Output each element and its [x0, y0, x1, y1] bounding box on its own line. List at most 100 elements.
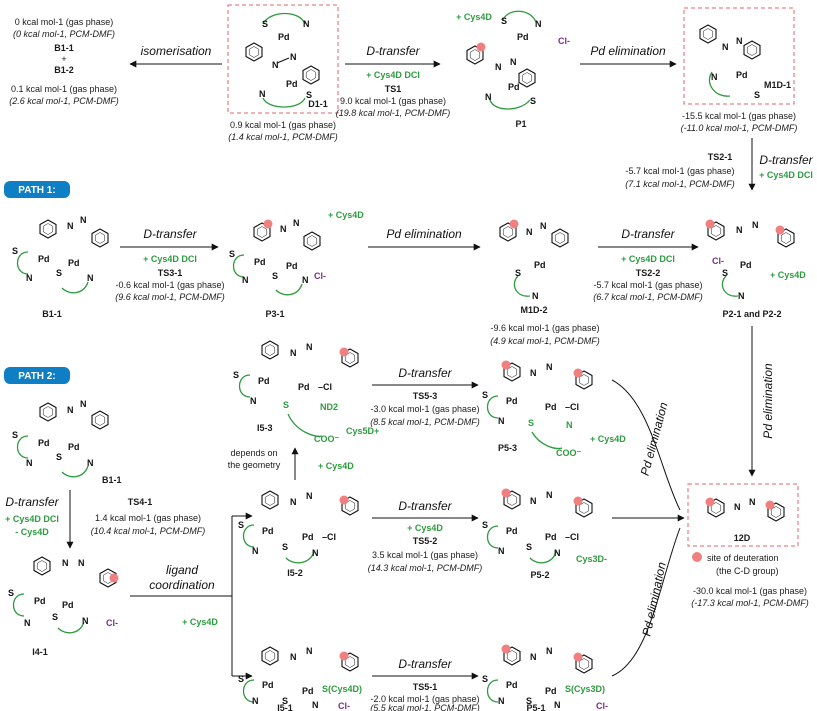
molecule-D1-1: Pd Pd N N S N N S [245, 12, 320, 108]
svg-text:N: N [566, 420, 573, 430]
path1-badge: PATH 1: [4, 181, 70, 198]
path2-badge: PATH 2: [4, 367, 70, 384]
svg-text:S: S [272, 271, 278, 281]
molecule-P1: Pd Pd N N S N N S [466, 10, 542, 110]
svg-text:N: N [78, 558, 85, 568]
svg-text:S: S [482, 674, 488, 684]
label-P1: P1 [515, 119, 526, 129]
svg-text:N: N [312, 548, 319, 558]
svg-text:Pd: Pd [545, 402, 557, 412]
step-ligand-1: ligand [166, 563, 198, 577]
svg-text:N: N [312, 700, 319, 710]
svg-text:N: N [530, 496, 537, 506]
energy-TS21-dmf: (7.1 kcal mol-1, PCM-DMF) [625, 179, 735, 189]
molecule-B1-1-path1: N N Pd Pd S N S N [12, 215, 109, 294]
chloride-P3: Cl- [314, 271, 326, 281]
svg-text:COO⁻: COO⁻ [314, 434, 340, 444]
svg-text:S: S [12, 430, 18, 440]
reagent-cys4d-dcl-1: + Cys4D DCl [366, 70, 420, 80]
svg-text:N: N [530, 652, 537, 662]
chloride-I4: Cl- [106, 618, 118, 628]
svg-text:N: N [752, 220, 759, 230]
reagent-cys4d-P53: + Cys4D [590, 434, 626, 444]
svg-text:N: N [67, 221, 74, 231]
svg-text:N: N [546, 646, 553, 656]
svg-text:–Cl: –Cl [565, 402, 579, 412]
reagent-cys4d-P3: + Cys4D [328, 210, 364, 220]
svg-text:Pd: Pd [34, 596, 46, 606]
step-dtransfer-ts21: D-transfer [759, 153, 813, 167]
step-dtransfer-ts52: D-transfer [398, 499, 452, 513]
reagent-cys4d-P1: + Cys4D [456, 12, 492, 22]
svg-text:N: N [272, 60, 279, 70]
step-depends-1: depends on [230, 448, 277, 458]
molecule-P2: N N Pd S N [705, 219, 795, 301]
energy-TS53: -3.0 kcal mol-1 (gas phase) [370, 404, 479, 414]
svg-text:S: S [282, 696, 288, 706]
energy-TS1: 9.0 kcal mol-1 (gas phase) [340, 96, 446, 106]
ts-TS5-3: TS5-3 [413, 391, 438, 401]
svg-text:N: N [498, 416, 505, 426]
energy-TS51-dmf: (5.5 kcal mol-1, PCM-DMF) [370, 703, 480, 711]
molecule-P5-2: N N Pd Pd –Cl S N S N [482, 488, 593, 564]
svg-text:N: N [67, 405, 74, 415]
svg-text:Pd: Pd [286, 261, 298, 271]
label-P5-1: P5-1 [526, 703, 545, 711]
energy-TS22: -5.7 kcal mol-1 (gas phase) [593, 280, 702, 290]
svg-text:N: N [306, 491, 313, 501]
svg-text:S: S [229, 249, 235, 259]
legend-deut-dot [692, 552, 702, 562]
svg-text:S: S [233, 370, 239, 380]
svg-text:S: S [482, 390, 488, 400]
svg-text:S(Cys3D): S(Cys3D) [565, 684, 605, 694]
svg-text:N: N [736, 225, 743, 235]
svg-text:S: S [515, 268, 521, 278]
svg-text:Pd: Pd [262, 526, 274, 536]
svg-text:N: N [722, 42, 729, 52]
svg-text:Pd: Pd [38, 254, 50, 264]
svg-text:N: N [498, 696, 505, 706]
chloride-I5-1: Cl- [338, 701, 350, 711]
reagent-cys3d-P52: Cys3D- [576, 554, 607, 564]
svg-text:PATH 2:: PATH 2: [18, 371, 55, 382]
svg-text:–Cl: –Cl [318, 382, 332, 392]
reagent-cys4d-dcl-ts31: + Cys4D DCl [143, 254, 197, 264]
box-M1D-1 [683, 7, 795, 105]
energy-M12-dmf: (4.9 kcal mol-1, PCM-DMF) [490, 336, 600, 346]
svg-text:N: N [546, 490, 553, 500]
svg-text:N: N [82, 616, 89, 626]
svg-text:N: N [290, 652, 297, 662]
svg-text:N: N [302, 275, 309, 285]
line-pdelim-p51 [611, 527, 681, 677]
svg-text:N: N [532, 291, 539, 301]
svg-text:N: N [485, 92, 492, 102]
energy-TS21: -5.7 kcal mol-1 (gas phase) [625, 166, 734, 176]
svg-text:Pd: Pd [545, 532, 557, 542]
chloride-P1: Cl- [558, 36, 570, 46]
energy-iso-bot: 0.1 kcal mol-1 (gas phase) [11, 84, 117, 94]
svg-text:S: S [56, 268, 62, 278]
svg-text:N: N [738, 291, 745, 301]
step-pdelim-right: Pd elimination [761, 363, 775, 439]
step-dtransfer-ts31: D-transfer [143, 227, 197, 241]
line-pdelim-p53 [611, 379, 681, 511]
svg-text:N: N [749, 497, 756, 507]
svg-text:N: N [280, 224, 287, 234]
energy-TS22-dmf: (6.7 kcal mol-1, PCM-DMF) [593, 292, 703, 302]
svg-text:N: N [734, 502, 741, 512]
label-P2: P2-1 and P2-2 [722, 309, 781, 319]
reagent-cys4d-ligand: + Cys4D [182, 617, 218, 627]
svg-text:Pd: Pd [62, 600, 74, 610]
svg-text:Pd: Pd [298, 382, 310, 392]
svg-text:S: S [530, 96, 536, 106]
svg-text:S: S [754, 90, 760, 100]
energy-final: -30.0 kcal mol-1 (gas phase) [693, 586, 807, 596]
step-pdelim-p1: Pd elimination [386, 227, 462, 241]
svg-text:S: S [262, 19, 268, 29]
svg-text:S: S [528, 418, 534, 428]
svg-text:N: N [510, 57, 517, 67]
molecule-final: N N [705, 497, 785, 522]
svg-text:Pd: Pd [302, 532, 314, 542]
ts-TS2-2: TS2-2 [636, 268, 661, 278]
